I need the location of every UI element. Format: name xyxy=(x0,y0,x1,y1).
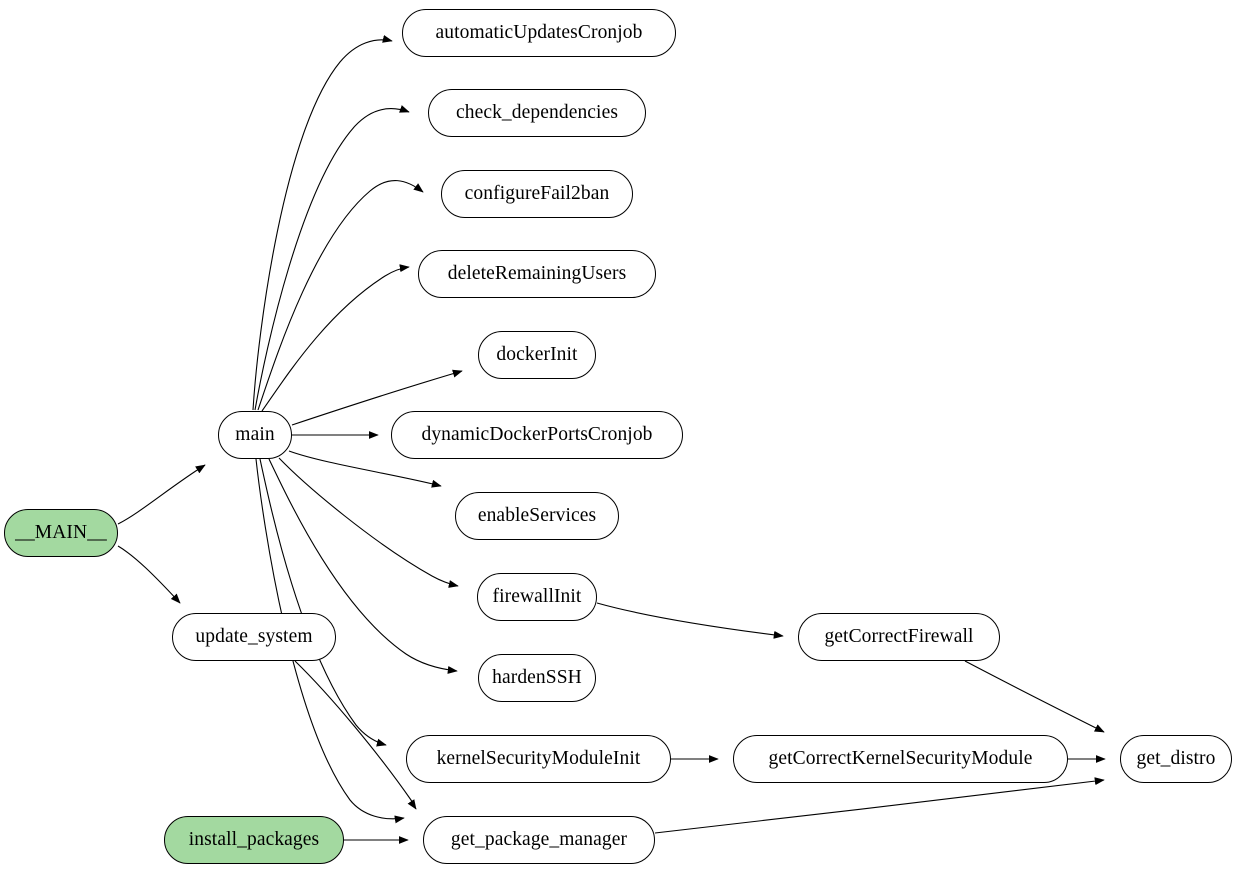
graph-node-get_package_manager[interactable]: get_package_manager xyxy=(423,816,655,864)
graph-node-label: __MAIN__ xyxy=(15,521,107,543)
graph-node-label: getCorrectKernelSecurityModule xyxy=(768,747,1033,769)
graph-node-label: dynamicDockerPortsCronjob xyxy=(421,423,653,445)
graph-node-getCorrectFirewall[interactable]: getCorrectFirewall xyxy=(798,613,1000,661)
graph-node-check_dependencies[interactable]: check_dependencies xyxy=(428,89,646,137)
graph-node-firewallInit[interactable]: firewallInit xyxy=(477,573,597,621)
graph-node-label: get_distro xyxy=(1136,747,1216,769)
graph-node-hardenSSH[interactable]: hardenSSH xyxy=(478,654,596,702)
graph-node-kernelSecurityModuleInit[interactable]: kernelSecurityModuleInit xyxy=(406,735,671,783)
graph-node-label: kernelSecurityModuleInit xyxy=(436,747,641,769)
graph-node-automaticUpdatesCronjob[interactable]: automaticUpdatesCronjob xyxy=(402,9,676,57)
graph-node-deleteRemainingUsers[interactable]: deleteRemainingUsers xyxy=(418,250,656,298)
graph-node-label: enableServices xyxy=(477,504,597,526)
graph-node-label: check_dependencies xyxy=(455,101,619,123)
graph-node-label: install_packages xyxy=(188,828,320,850)
graph-node-get_distro[interactable]: get_distro xyxy=(1120,735,1232,783)
graph-node-label: configureFail2ban xyxy=(464,182,610,204)
graph-node-getCorrectKernelSecurityModule[interactable]: getCorrectKernelSecurityModule xyxy=(733,735,1068,783)
graph-node-configureFail2ban[interactable]: configureFail2ban xyxy=(441,170,633,218)
graph-node-__MAIN__[interactable]: __MAIN__ xyxy=(4,509,118,557)
graph-node-label: get_package_manager xyxy=(450,828,628,850)
graph-node-label: automaticUpdatesCronjob xyxy=(435,21,643,43)
graph-node-label: getCorrectFirewall xyxy=(824,625,974,647)
graph-node-dockerInit[interactable]: dockerInit xyxy=(478,331,596,379)
graph-node-label: main xyxy=(235,423,275,445)
graph-node-label: deleteRemainingUsers xyxy=(447,262,627,284)
graph-node-label: firewallInit xyxy=(492,585,582,607)
graph-node-label: update_system xyxy=(195,625,313,647)
graph-node-dynamicDockerPortsCronjob[interactable]: dynamicDockerPortsCronjob xyxy=(391,411,683,459)
graph-node-label: hardenSSH xyxy=(492,666,582,688)
graph-node-label: dockerInit xyxy=(496,343,578,365)
graph-node-enableServices[interactable]: enableServices xyxy=(455,492,619,540)
graph-node-update_system[interactable]: update_system xyxy=(172,613,336,661)
graph-node-main[interactable]: main xyxy=(218,411,292,459)
graph-node-install_packages[interactable]: install_packages xyxy=(164,816,344,864)
